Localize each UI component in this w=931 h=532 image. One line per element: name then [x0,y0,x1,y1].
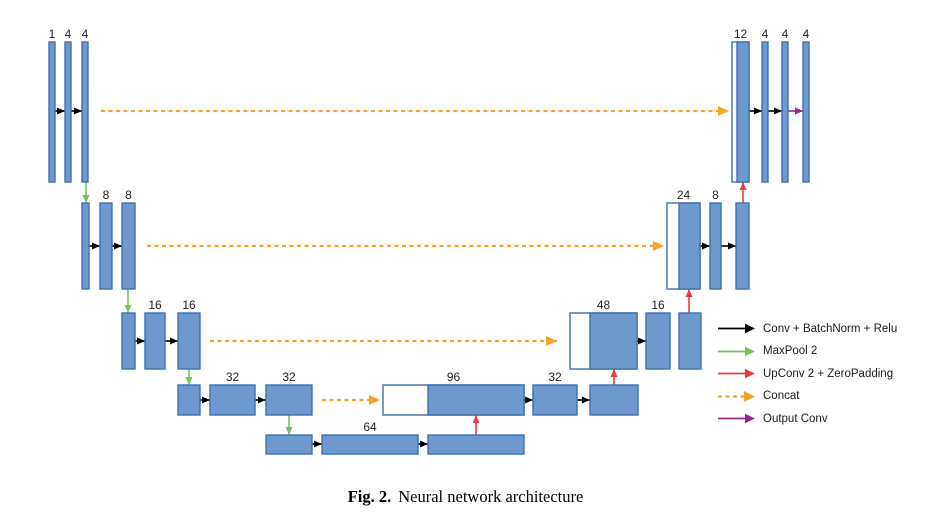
block-dec4-conv1: 32 [532,370,578,416]
legend-label-conv: Conv + BatchNorm + Relu [763,322,898,335]
block-enc3-pool [121,312,136,370]
block-enc2-pool [81,202,90,290]
block-dec3-conv2 [678,312,702,370]
block-dec3-concat-upconv-part [589,312,638,370]
maxpool-arrow-icon [718,346,755,356]
channel-label-dec1-output: 4 [803,27,810,41]
channel-label-enc1-conv2: 4 [82,27,89,41]
upconv-arrow-icon [718,368,755,379]
legend-label-maxpool: MaxPool 2 [763,345,818,357]
block-enc2-conv1: 8 [99,188,113,290]
channel-label-dec1-conv1: 4 [762,27,769,41]
block-enc4-conv2: 32 [265,370,313,416]
legend-row-conv: Conv + BatchNorm + Relu [717,322,897,335]
block-dec4-concat-upconv-part [427,384,525,416]
channel-label-dec3-concat: 48 [597,298,611,312]
channel-label-dec4-concat: 96 [447,370,461,384]
block-dec1-conv1: 4 [761,27,769,183]
concat-arrow-icon [718,390,755,402]
block-dec1-concat-upconv-part [736,41,750,183]
legend-row-upconv: UpConv 2 + ZeroPadding [717,367,897,380]
channel-label-dec2-concat: 24 [677,188,691,202]
caption-label: Fig. 2. [347,487,392,506]
block-enc4-conv1: 32 [209,370,256,416]
channel-label-dec4-conv1: 32 [548,370,562,384]
block-dec1-output: 4 [802,27,810,183]
channel-label-dec3-conv1: 16 [651,298,665,312]
block-enc2-conv2: 8 [121,188,136,290]
channel-label-enc3-conv2: 16 [182,298,196,312]
block-bottom-pool [265,434,313,455]
block-enc3-conv1: 16 [144,298,166,370]
block-dec1-conv2: 4 [781,27,789,183]
block-dec4-conv2 [589,384,639,416]
block-dec1-concat: 12 [731,27,750,183]
output-arrow-icon [718,413,755,424]
block-bottom-conv2 [427,434,525,455]
block-enc4-pool [177,384,201,416]
block-bottom-conv1: 64 [321,420,419,455]
legend-row-output: Output Conv [717,412,897,425]
block-dec2-concat-upconv-part [678,202,701,290]
channel-label-enc4-conv1: 32 [226,370,240,384]
legend-label-upconv: UpConv 2 + ZeroPadding [763,367,894,380]
channel-label-dec2-conv1: 8 [712,188,719,202]
legend: Conv + BatchNorm + Relu MaxPool 2 UpConv… [717,322,897,435]
block-dec4-concat: 96 [382,370,525,416]
channel-label-enc1-input: 1 [49,27,56,41]
block-dec2-concat: 24 [666,188,701,290]
legend-row-concat: Concat [717,390,897,403]
legend-row-maxpool: MaxPool 2 [717,345,897,358]
block-enc1-input: 1 [48,27,56,183]
channel-label-bottom-conv1: 64 [363,420,377,434]
channel-label-dec1-conv2: 4 [782,27,789,41]
block-enc1-conv2: 4 [81,27,89,183]
channel-label-enc4-conv2: 32 [282,370,296,384]
block-enc3-conv2: 16 [177,298,201,370]
legend-label-concat: Concat [763,390,800,402]
channel-label-enc1-conv1: 4 [65,27,72,41]
channel-label-enc2-conv1: 8 [103,188,110,202]
block-dec3-concat: 48 [569,298,638,370]
block-dec2-conv2 [735,202,750,290]
caption-text: Neural network architecture [398,487,584,506]
block-dec3-conv1: 16 [645,298,671,370]
channel-label-dec1-concat: 12 [734,27,748,41]
block-enc1-conv1: 4 [64,27,72,183]
legend-label-output: Output Conv [763,412,828,425]
conv-arrow-icon [718,323,755,334]
channel-label-enc2-conv2: 8 [125,188,132,202]
figure-caption: Fig. 2. Neural network architecture [0,487,931,507]
channel-label-enc3-conv1: 16 [148,298,162,312]
block-dec2-conv1: 8 [709,188,722,290]
